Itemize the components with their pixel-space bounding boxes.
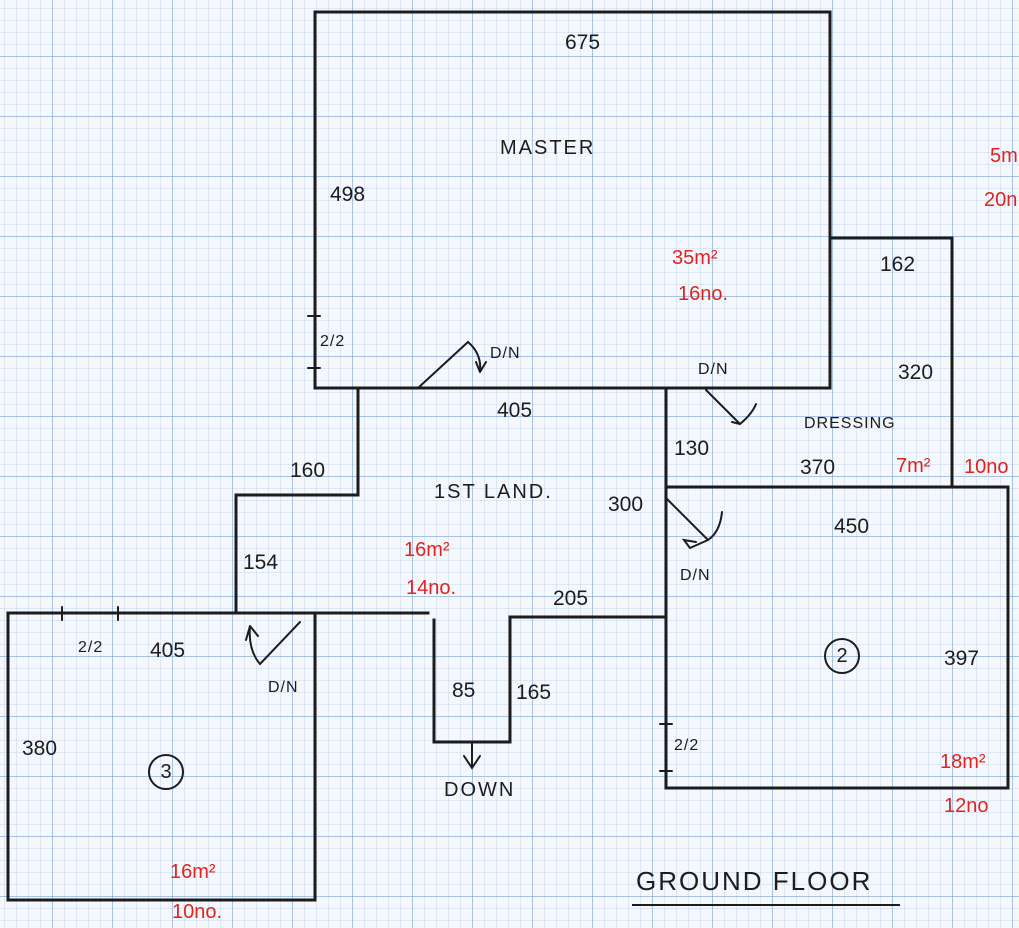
bed3-number-badge: 3 [148,754,184,790]
dressing-door-swing [705,389,757,426]
dressing-dimension-370: 370 [800,456,836,479]
landing-dimension-300: 300 [608,493,644,516]
bed2-height-dimension: 397 [944,647,980,670]
master-area-note: 35m² [672,247,718,269]
edge-note-count: 20n [984,189,1018,211]
bed2-walls [664,485,1010,790]
stair-dimension-165: 165 [516,681,552,704]
drawing-title: GROUND FLOOR [636,866,873,896]
master-window-label: 2/2 [320,333,346,350]
bed2-window-label: 2/2 [674,737,700,754]
bed3-window-label: 2/2 [78,639,104,656]
master-height-dimension: 498 [330,183,366,206]
stair-down-label: DOWN [444,779,516,801]
bed3-area-note: 16m² [170,861,216,883]
landing-count-note: 14no. [406,577,457,599]
dressing-dimension-162: 162 [880,253,916,276]
bed3-height-dimension: 380 [22,737,58,760]
landing-walls [234,386,430,615]
master-width-dimension: 675 [565,31,601,54]
landing-dimension-405: 405 [497,399,533,422]
dressing-dimension-320: 320 [898,361,934,384]
master-door-label: D/N [490,345,521,362]
bed3-width-dimension: 405 [150,639,186,662]
title-underline [632,904,900,906]
bed2-number-badge: 2 [824,638,860,674]
master-walls [313,10,832,390]
bed3-window-ticks [61,606,119,621]
dressing-count-note: 10no [964,456,1009,478]
bed3-door-label: D/N [268,679,299,696]
bed2-door-swing [665,497,723,549]
stair-dimension-85: 85 [452,679,476,702]
dressing-room-label: DRESSING [804,415,896,432]
landing-dimension-154: 154 [243,551,279,574]
landing-label: 1ST LAND. [434,481,553,503]
bed2-width-dimension: 450 [834,515,870,538]
bed3-walls [6,611,317,902]
master-door-swing [417,340,487,389]
dressing-walls [828,236,954,489]
bed3-door-swing [245,621,301,666]
dressing-area-note: 7m² [896,455,931,477]
master-room-label: MASTER [500,137,596,159]
bed3-count-note: 10no. [172,901,223,923]
landing-area-note: 16m² [404,539,450,561]
landing-dimension-160: 160 [290,459,326,482]
dressing-door-label: D/N [698,361,729,378]
landing-dimension-205: 205 [553,587,589,610]
bed2-count-note: 12no [944,795,989,817]
bed2-door-label: D/N [680,567,711,584]
master-window-ticks [307,315,321,369]
edge-note-area: 5m [990,145,1018,167]
bed2-area-note: 18m² [940,751,986,773]
bed2-window-ticks [659,723,673,772]
master-count-note: 16no. [678,283,729,305]
stair-arrow [463,741,481,770]
dressing-dimension-130: 130 [674,437,710,460]
